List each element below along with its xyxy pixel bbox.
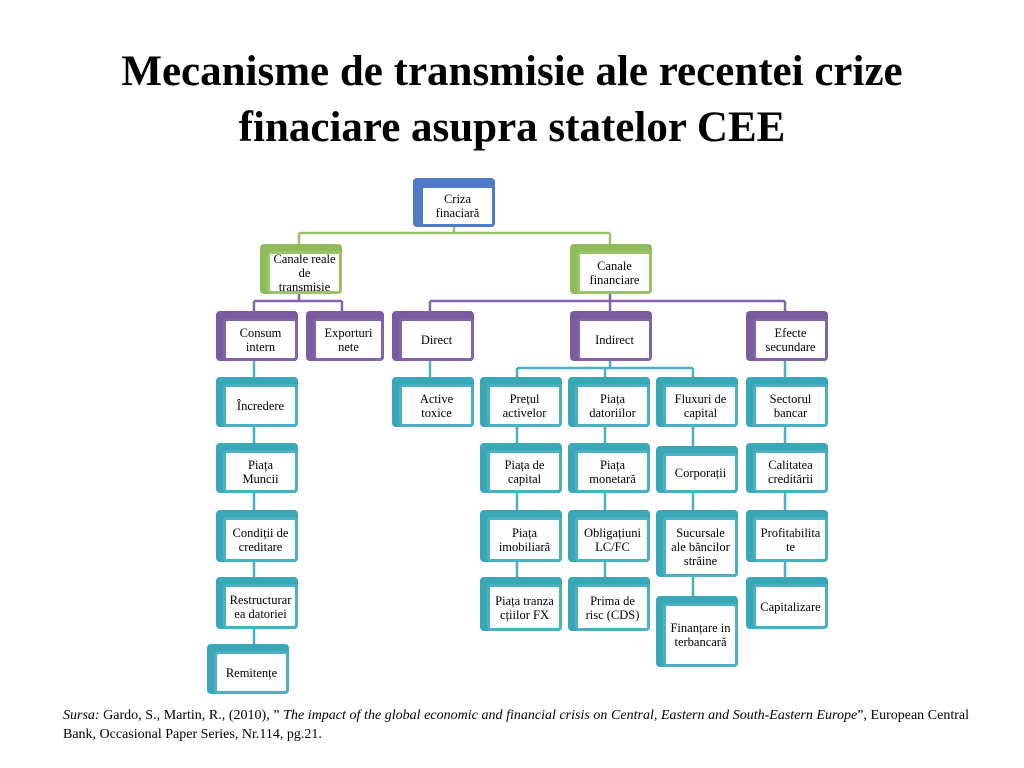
node-finantare-interbancara: Finanțare interbancară (656, 596, 738, 667)
node-label: Capitalizare (753, 584, 828, 629)
node-label: Încredere (223, 384, 298, 427)
node-conditii-creditare: Condiții de creditare (216, 510, 298, 562)
connector-root-children (297, 226, 612, 247)
node-label: Consum intern (223, 318, 298, 361)
node-criza-financiara: Criza finaciară (413, 178, 495, 227)
node-corporatii: Corporații (656, 446, 738, 493)
node-label: Exporturi nete (313, 318, 384, 361)
node-label: Efecte secundare (753, 318, 828, 361)
node-capitalizare: Capitalizare (746, 577, 828, 629)
node-consum-intern: Consum intern (216, 311, 298, 361)
source-citation: Sursa: Gardo, S., Martin, R., (2010), ” … (63, 706, 969, 744)
node-calitatea-creditarii: Calitatea creditării (746, 443, 828, 493)
source-work-title: The impact of the global economic and fi… (283, 708, 858, 723)
node-label: Sectorul bancar (753, 384, 828, 427)
source-publisher: ”, European Central Bank, Occasional Pap… (63, 708, 969, 742)
node-label: Active toxice (399, 384, 474, 427)
node-label: Indirect (577, 318, 652, 361)
node-efecte-secundare: Efecte secundare (746, 311, 828, 361)
node-label: Finanțare interbancară (663, 603, 738, 667)
node-pretul-activelor: Prețul activelor (480, 377, 562, 427)
node-exporturi-nete: Exporturi nete (306, 311, 384, 361)
node-piata-datoriilor: Piața datoriilor (568, 377, 650, 427)
node-label: Fluxuri de capital (663, 384, 738, 427)
node-incredere: Încredere (216, 377, 298, 427)
node-label: Criza finaciară (420, 185, 495, 227)
node-label: Piața tranzacțiilor FX (487, 584, 562, 631)
node-prima-de-risc: Prima de risc (CDS) (568, 577, 650, 631)
node-piata-monetara: Piața monetară (568, 443, 650, 493)
node-label: Remitențe (214, 651, 289, 694)
node-piata-imobiliara: Piața imobiliară (480, 510, 562, 562)
node-sucursale-banci-straine: Sucursale ale băncilor străine (656, 510, 738, 577)
node-canale-reale: Canale reale de transmisie (260, 244, 342, 294)
source-label: Sursa: (63, 708, 100, 723)
title-line-2: finaciare asupra statelor CEE (238, 104, 786, 151)
node-label: Piața de capital (487, 450, 562, 493)
node-piata-capital: Piața de capital (480, 443, 562, 493)
node-label: Sucursale ale băncilor străine (663, 517, 738, 577)
node-label: Piața Muncii (223, 450, 298, 493)
node-label: Corporații (663, 453, 738, 493)
node-label: Canale reale de transmisie (267, 251, 342, 294)
node-restructurarea-datoriei: Restructurarea datoriei (216, 577, 298, 629)
node-label: Condiții de creditare (223, 517, 298, 562)
node-label: Profitabilitate (753, 517, 828, 562)
node-active-toxice: Active toxice (392, 377, 474, 427)
node-piata-tranzactiilor-fx: Piața tranzacțiilor FX (480, 577, 562, 631)
node-label: Calitatea creditării (753, 450, 828, 493)
page-title: Mecanisme de transmisie ale recentei cri… (0, 44, 1024, 156)
node-fluxuri-de-capital: Fluxuri de capital (656, 377, 738, 427)
node-label: Piața datoriilor (575, 384, 650, 427)
node-piata-muncii: Piața Muncii (216, 443, 298, 493)
node-label: Direct (399, 318, 474, 361)
node-obligatiuni: Obligațiuni LC/FC (568, 510, 650, 562)
node-profitabilitate: Profitabilitate (746, 510, 828, 562)
title-line-1: Mecanisme de transmisie ale recentei cri… (121, 48, 903, 95)
node-label: Obligațiuni LC/FC (575, 517, 650, 562)
node-remitente: Remitențe (207, 644, 289, 694)
node-label: Canale financiare (577, 251, 652, 294)
node-canale-financiare: Canale financiare (570, 244, 652, 294)
node-direct: Direct (392, 311, 474, 361)
node-sectorul-bancar: Sectorul bancar (746, 377, 828, 427)
node-indirect: Indirect (570, 311, 652, 361)
node-label: Piața monetară (575, 450, 650, 493)
node-label: Prețul activelor (487, 384, 562, 427)
node-label: Restructurarea datoriei (223, 584, 298, 629)
node-label: Piața imobiliară (487, 517, 562, 562)
source-authors: Gardo, S., Martin, R., (2010), ” (99, 708, 284, 723)
node-label: Prima de risc (CDS) (575, 584, 650, 631)
connector-indirect-children (515, 360, 695, 377)
